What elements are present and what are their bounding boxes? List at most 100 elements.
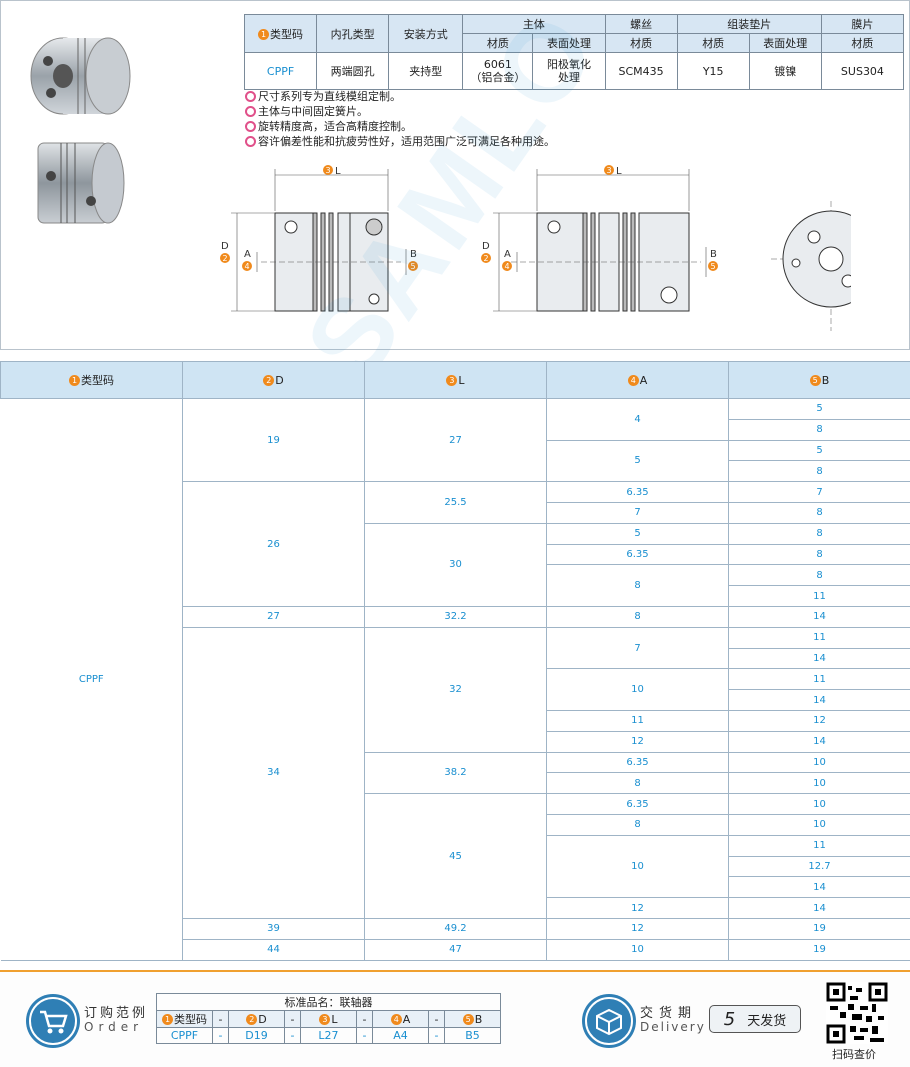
delivery-days-box: 5 天发货 bbox=[709, 1005, 801, 1033]
order-v-type: CPPF bbox=[156, 1027, 213, 1044]
order-dash: - bbox=[356, 1010, 373, 1028]
spec-screw-material: SCM435 bbox=[604, 52, 678, 90]
spec-body-material: 6061（铝合金） bbox=[462, 52, 534, 90]
delivery-box-icon bbox=[582, 994, 636, 1048]
cell-d: 44 bbox=[182, 939, 365, 961]
cell-d: 26 bbox=[182, 481, 365, 607]
table-row: 11 12 bbox=[1, 710, 910, 732]
cell-a: 8 bbox=[546, 564, 729, 607]
cell-l: 32 bbox=[364, 627, 547, 753]
order-dash: - bbox=[356, 1027, 373, 1044]
cell-a: 10 bbox=[546, 668, 729, 711]
note-item: 主体与中间固定簧片。 bbox=[245, 104, 555, 119]
cell-b: 8 bbox=[728, 564, 910, 587]
cell-a: 12 bbox=[546, 918, 729, 940]
cell-b: 14 bbox=[728, 648, 910, 670]
table-row: 39 49.2 12 19 bbox=[1, 918, 910, 940]
spec-film-material: SUS304 bbox=[820, 52, 905, 90]
svg-text:L: L bbox=[616, 166, 622, 177]
cell-l: 32.2 bbox=[364, 606, 547, 628]
cell-a: 5 bbox=[546, 523, 729, 545]
order-label: 订购范例 bbox=[84, 1006, 149, 1021]
delivery-label: 交货期 bbox=[640, 1006, 698, 1021]
spec-header-mount: 安装方式 bbox=[388, 14, 464, 53]
svg-text:3: 3 bbox=[607, 166, 612, 175]
delivery-days-text: 天发货 bbox=[747, 1013, 787, 1029]
svg-text:D: D bbox=[482, 241, 490, 252]
table-row: 7 8 bbox=[1, 502, 910, 524]
cell-b: 12.7 bbox=[728, 856, 910, 878]
note-item: 容许偏差性能和抗疲劳性好，适用范围广泛可满足各种用途。 bbox=[245, 134, 555, 149]
bullet-icon bbox=[245, 121, 256, 132]
cell-l: 45 bbox=[364, 793, 547, 919]
delivery-sub-label: Delivery bbox=[640, 1020, 706, 1034]
table-row: 44 47 10 19 bbox=[1, 939, 910, 961]
spec-header-film: 膜片 bbox=[820, 14, 905, 34]
coupling-photo-2 bbox=[37, 142, 125, 224]
cell-a: 7 bbox=[546, 627, 729, 670]
end-view-drawing bbox=[771, 201, 851, 331]
spec-sub-material: 材质 bbox=[820, 33, 905, 53]
table-row: 8 10 bbox=[1, 814, 910, 836]
table-row: 10 11 bbox=[1, 835, 910, 899]
table-row: 6.35 8 bbox=[1, 544, 910, 566]
svg-text:4: 4 bbox=[245, 262, 250, 271]
cell-b: 11 bbox=[728, 835, 910, 857]
cell-a: 6.35 bbox=[546, 793, 729, 815]
spec-shim-surface: 镀镍 bbox=[748, 52, 822, 90]
order-title: 标准品名：联轴器 bbox=[156, 993, 501, 1011]
svg-text:2: 2 bbox=[484, 254, 489, 263]
cell-b: 10 bbox=[728, 793, 910, 815]
svg-text:5: 5 bbox=[711, 262, 716, 271]
cell-b: 10 bbox=[728, 772, 910, 795]
order-dash: - bbox=[212, 1010, 229, 1028]
cell-b: 12 bbox=[728, 710, 910, 732]
spec-type-code: CPPF bbox=[243, 52, 318, 90]
technical-drawings: 3 L 2 D 4 A 5 B bbox=[220, 165, 851, 331]
cell-b: 7 bbox=[728, 481, 910, 503]
order-sub-label: Order bbox=[84, 1020, 144, 1034]
cell-b: 8 bbox=[728, 523, 910, 545]
side-view-drawing-2 bbox=[493, 169, 707, 312]
bullet-icon bbox=[245, 91, 256, 102]
table-row: 12 14 bbox=[1, 731, 910, 753]
table-row: 27 32.2 8 14 bbox=[1, 606, 910, 628]
cell-d: 34 bbox=[182, 627, 365, 919]
svg-text:A: A bbox=[244, 249, 251, 260]
qr-code-icon[interactable] bbox=[826, 982, 888, 1044]
cart-icon bbox=[26, 994, 80, 1048]
cell-b: 14 bbox=[728, 606, 910, 628]
order-v-b: B5 bbox=[444, 1027, 501, 1044]
table-row: 30 5 8 bbox=[1, 523, 910, 607]
cell-a: 11 bbox=[546, 710, 729, 732]
side-view-drawing-1 bbox=[231, 169, 407, 312]
note-item: 旋转精度高，适合高精度控制。 bbox=[245, 119, 555, 134]
cell-a: 12 bbox=[546, 897, 729, 919]
spec-sub-surface: 表面处理 bbox=[748, 33, 822, 53]
order-dash: - bbox=[284, 1027, 301, 1044]
qr-label: 扫码查价 bbox=[832, 1048, 876, 1061]
spec-mount: 夹持型 bbox=[388, 52, 464, 90]
delivery-days: 5 bbox=[723, 1008, 736, 1030]
cell-b: 19 bbox=[728, 918, 910, 940]
cell-d: 27 bbox=[182, 606, 365, 628]
cell-b: 8 bbox=[728, 544, 910, 566]
table-row: 12 14 bbox=[1, 897, 910, 919]
dimension-labels-2: 3 L 2 D 4 A 5 B bbox=[481, 165, 718, 271]
cell-b: 14 bbox=[728, 897, 910, 919]
spec-header-inner-hole: 内孔类型 bbox=[316, 14, 390, 53]
cell-d: 39 bbox=[182, 918, 365, 940]
spec-header-screw: 螺丝 bbox=[604, 14, 678, 34]
cell-a: 6.35 bbox=[546, 544, 729, 566]
cell-b: 14 bbox=[728, 876, 910, 899]
